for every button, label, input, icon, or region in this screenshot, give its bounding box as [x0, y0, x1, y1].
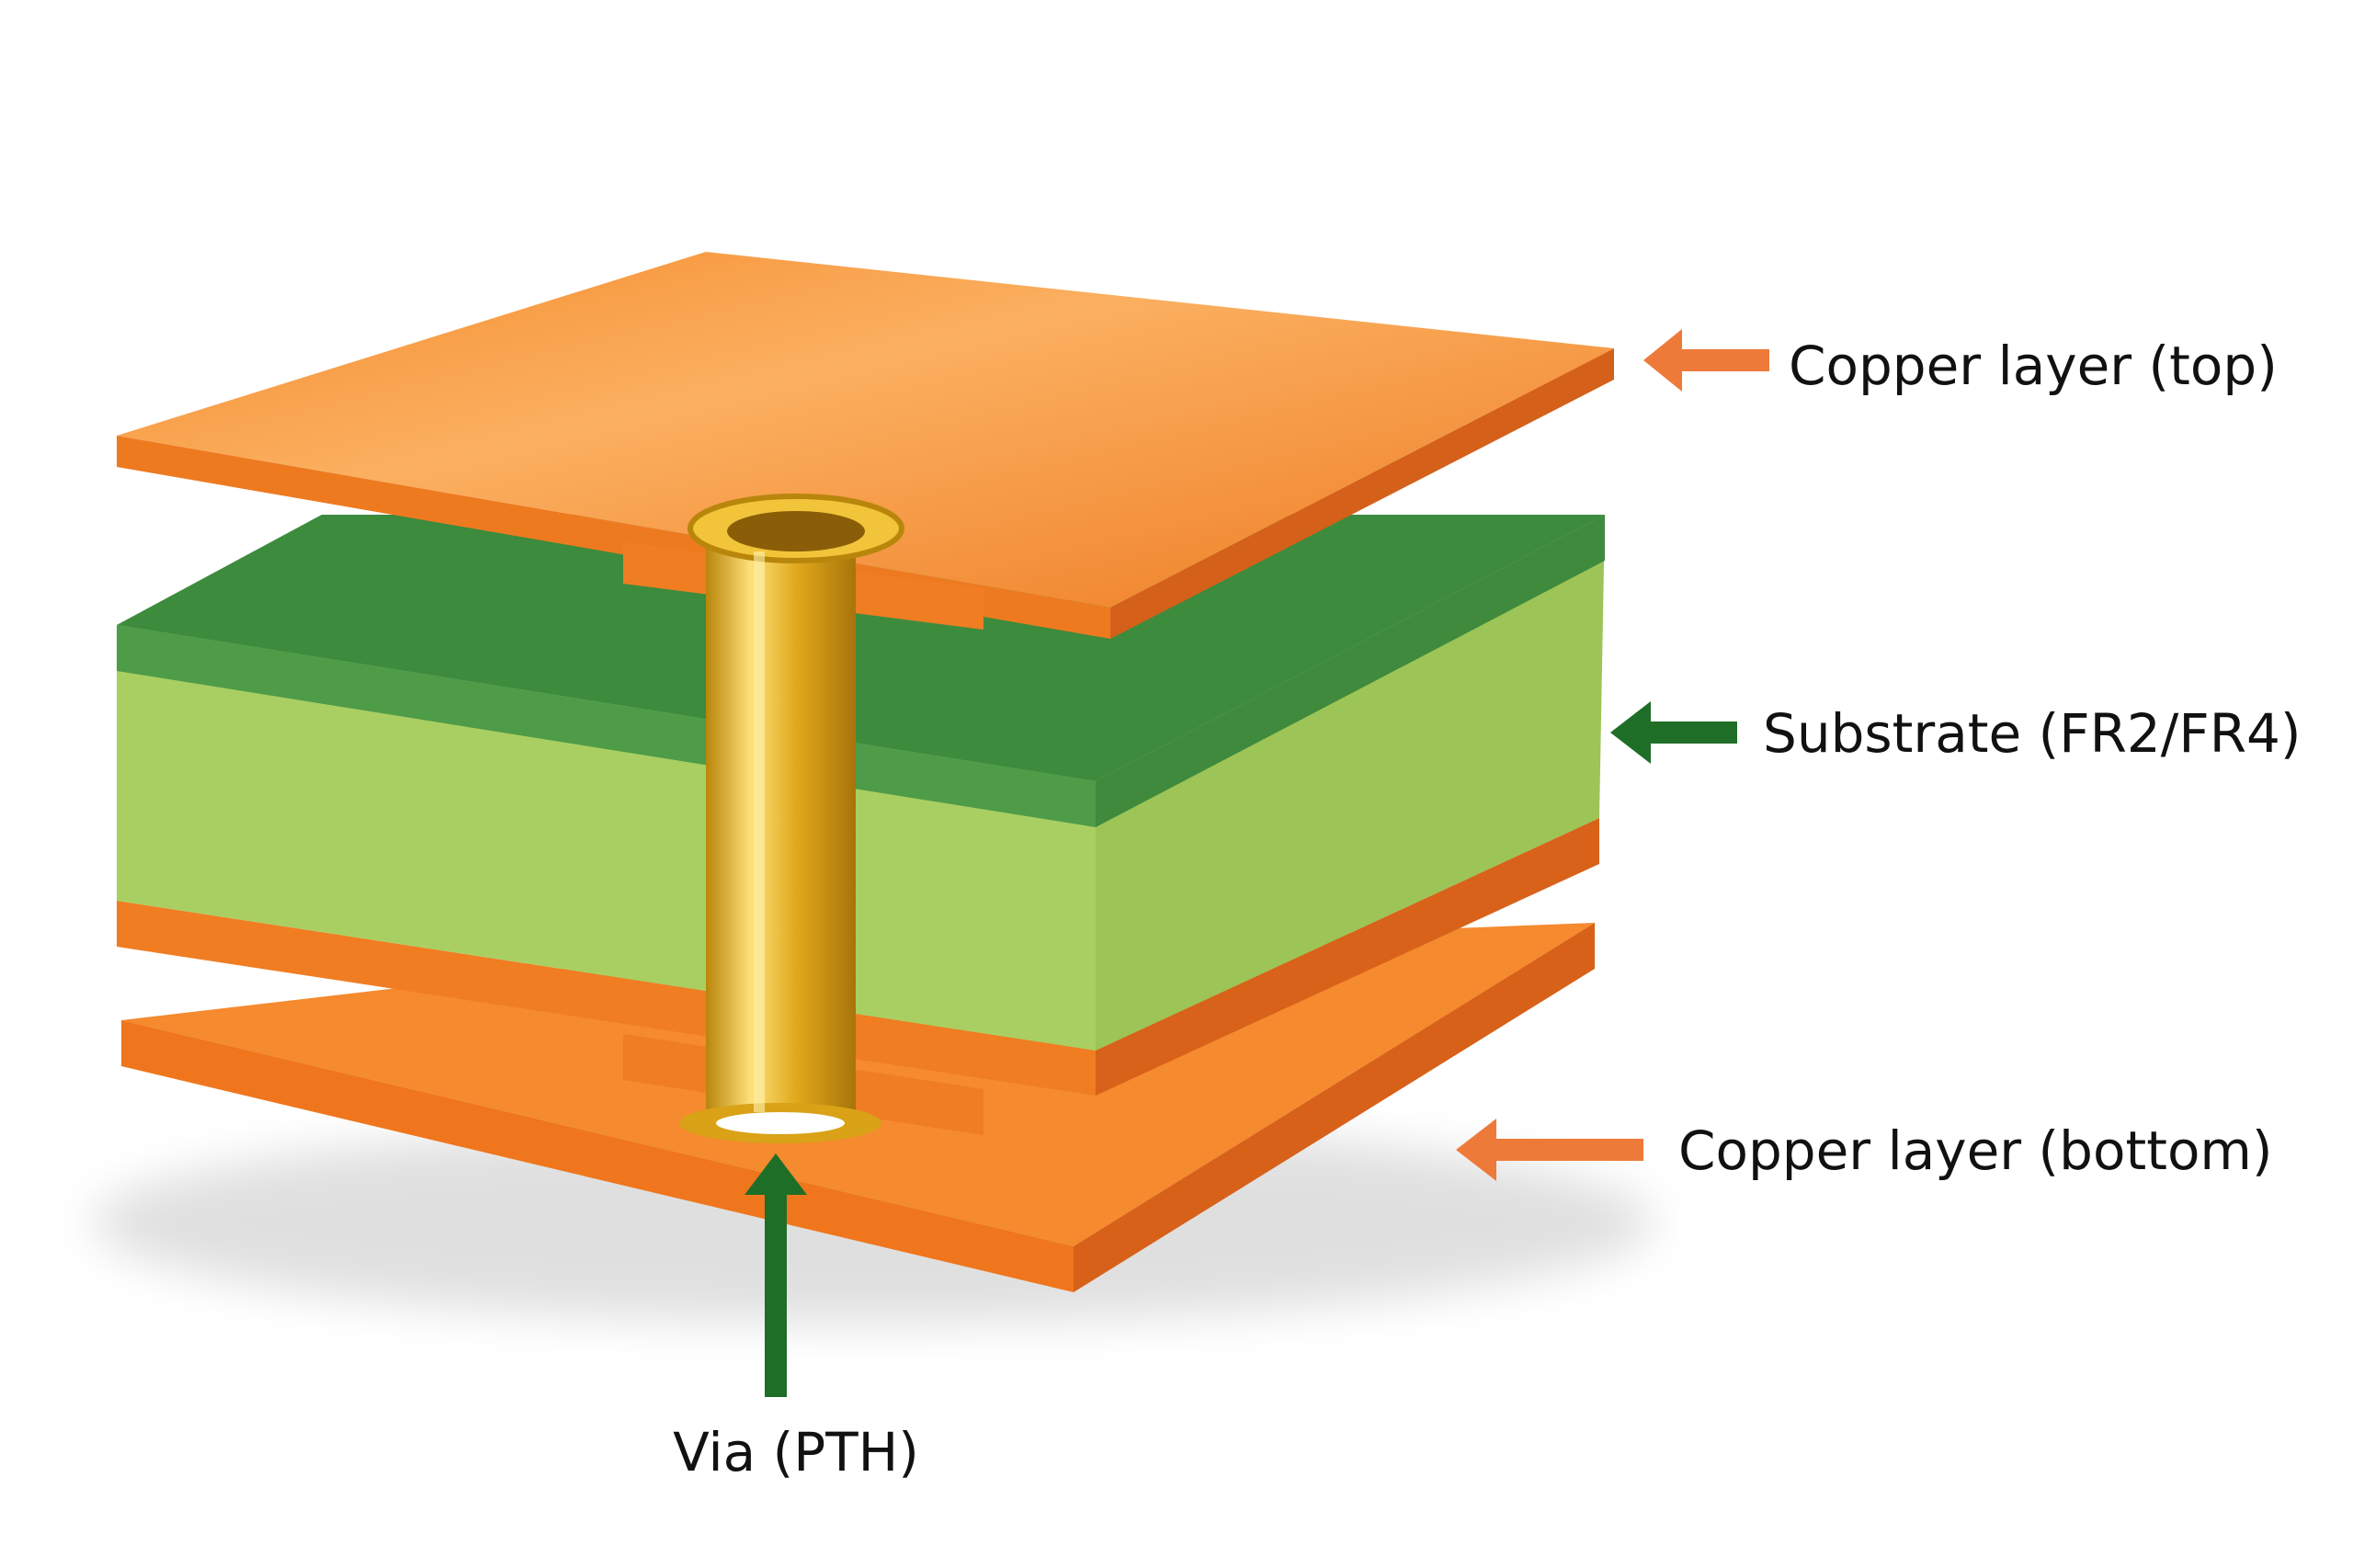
arrow-copper-top — [1643, 329, 1769, 392]
arrow-via — [745, 1153, 807, 1397]
label-via: Via (PTH) — [673, 1421, 919, 1483]
via-cylinder — [679, 494, 904, 1143]
arrow-copper-bottom — [1456, 1119, 1643, 1181]
label-copper-top: Copper layer (top) — [1789, 335, 2278, 397]
arrow-substrate — [1610, 701, 1737, 764]
label-substrate: Substrate (FR2/FR4) — [1763, 702, 2302, 765]
label-copper-bottom: Copper layer (bottom) — [1678, 1119, 2273, 1182]
